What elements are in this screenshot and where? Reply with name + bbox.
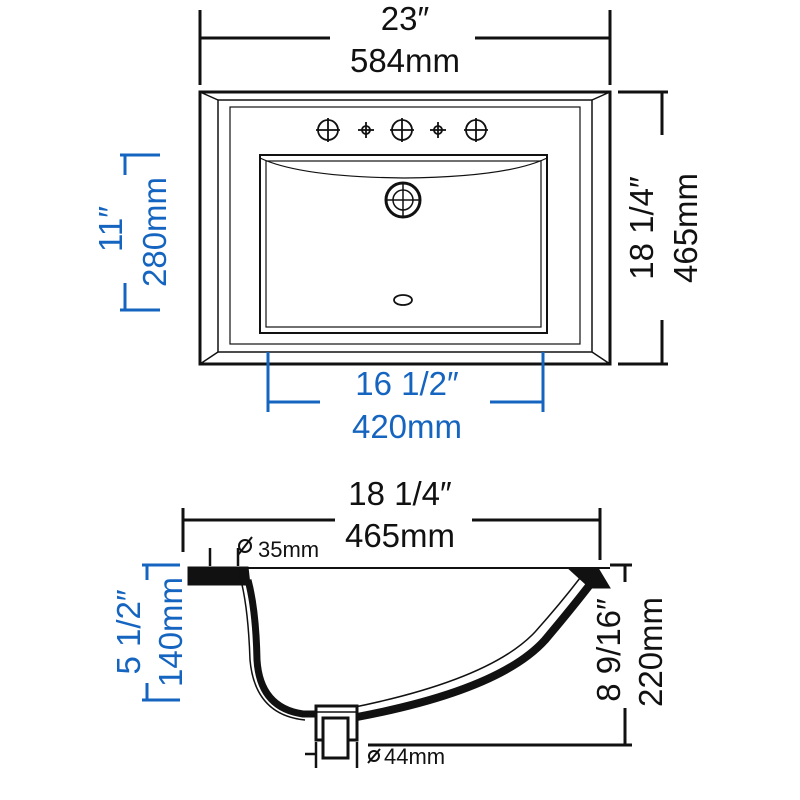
overflow-diameter-value: 35mm xyxy=(258,537,319,562)
dimension-overall-depth xyxy=(618,90,668,366)
overall-width-inches: 23″ xyxy=(381,0,430,37)
bowl-outline xyxy=(259,154,548,334)
bowl-width-mm: 420mm xyxy=(352,408,462,445)
crosshair-icon xyxy=(390,118,414,142)
dimension-drain-diameter xyxy=(305,742,359,768)
diameter-symbol xyxy=(367,748,381,764)
drain-pipe xyxy=(321,716,350,760)
dimension-overall-width xyxy=(198,10,612,85)
dimension-bowl-width xyxy=(266,352,545,412)
crosshair-icon xyxy=(430,122,446,138)
crosshair-icon xyxy=(358,122,374,138)
drain-diameter-value: 44mm xyxy=(384,744,445,769)
bowl-curved-wall xyxy=(356,579,596,721)
sink-profile xyxy=(187,566,611,760)
bowl-inner-outline xyxy=(265,160,542,328)
overall-depth-inches: 18 1/4″ xyxy=(623,176,660,280)
side-view: 18 1/4″ 465mm 35mm 5 1/2″ 140mm 8 9/16 xyxy=(110,475,669,769)
faucet-holes xyxy=(316,118,488,142)
bowl-height-mm: 140mm xyxy=(152,577,189,687)
bowl-curved-wall-inner xyxy=(349,577,581,709)
side-depth-inches: 18 1/4″ xyxy=(348,475,452,512)
dimension-side-depth xyxy=(181,508,602,560)
total-height-inches: 8 9/16″ xyxy=(590,598,627,702)
dimension-bowl-depth xyxy=(120,153,160,312)
overflow-icon xyxy=(393,294,413,306)
rim-chamfer-lines xyxy=(199,91,611,365)
dimension-bowl-height xyxy=(142,563,180,702)
crosshair-icon xyxy=(464,118,488,142)
bowl-depth-inches: 11″ xyxy=(92,206,129,252)
overall-depth-mm: 465mm xyxy=(667,173,704,283)
crosshair-icon xyxy=(316,118,340,142)
side-depth-mm: 465mm xyxy=(345,517,455,554)
bowl-depth-mm: 280mm xyxy=(136,177,173,287)
total-height-mm: 220mm xyxy=(632,597,669,707)
dimension-overflow-diameter xyxy=(208,548,240,566)
top-view: 23″ 584mm 18 1/4″ 465mm 11″ 280mm 16 1/2… xyxy=(92,0,704,445)
sink-right-rim xyxy=(566,567,611,589)
sink-outer-rim xyxy=(198,90,612,366)
overall-width-mm: 584mm xyxy=(350,42,460,79)
bowl-width-inches: 16 1/2″ xyxy=(355,365,459,402)
diameter-symbol xyxy=(237,536,253,556)
bowl-back-curve xyxy=(259,157,548,179)
sink-deck-outline xyxy=(217,99,593,353)
bowl-outer-wall xyxy=(244,579,318,718)
dimension-total-height xyxy=(368,563,632,747)
bowl-height-inches: 5 1/2″ xyxy=(110,589,147,674)
sink-deck-inner-outline xyxy=(229,106,581,345)
bowl-inner-wall xyxy=(237,569,306,721)
drain-icon xyxy=(384,181,422,219)
